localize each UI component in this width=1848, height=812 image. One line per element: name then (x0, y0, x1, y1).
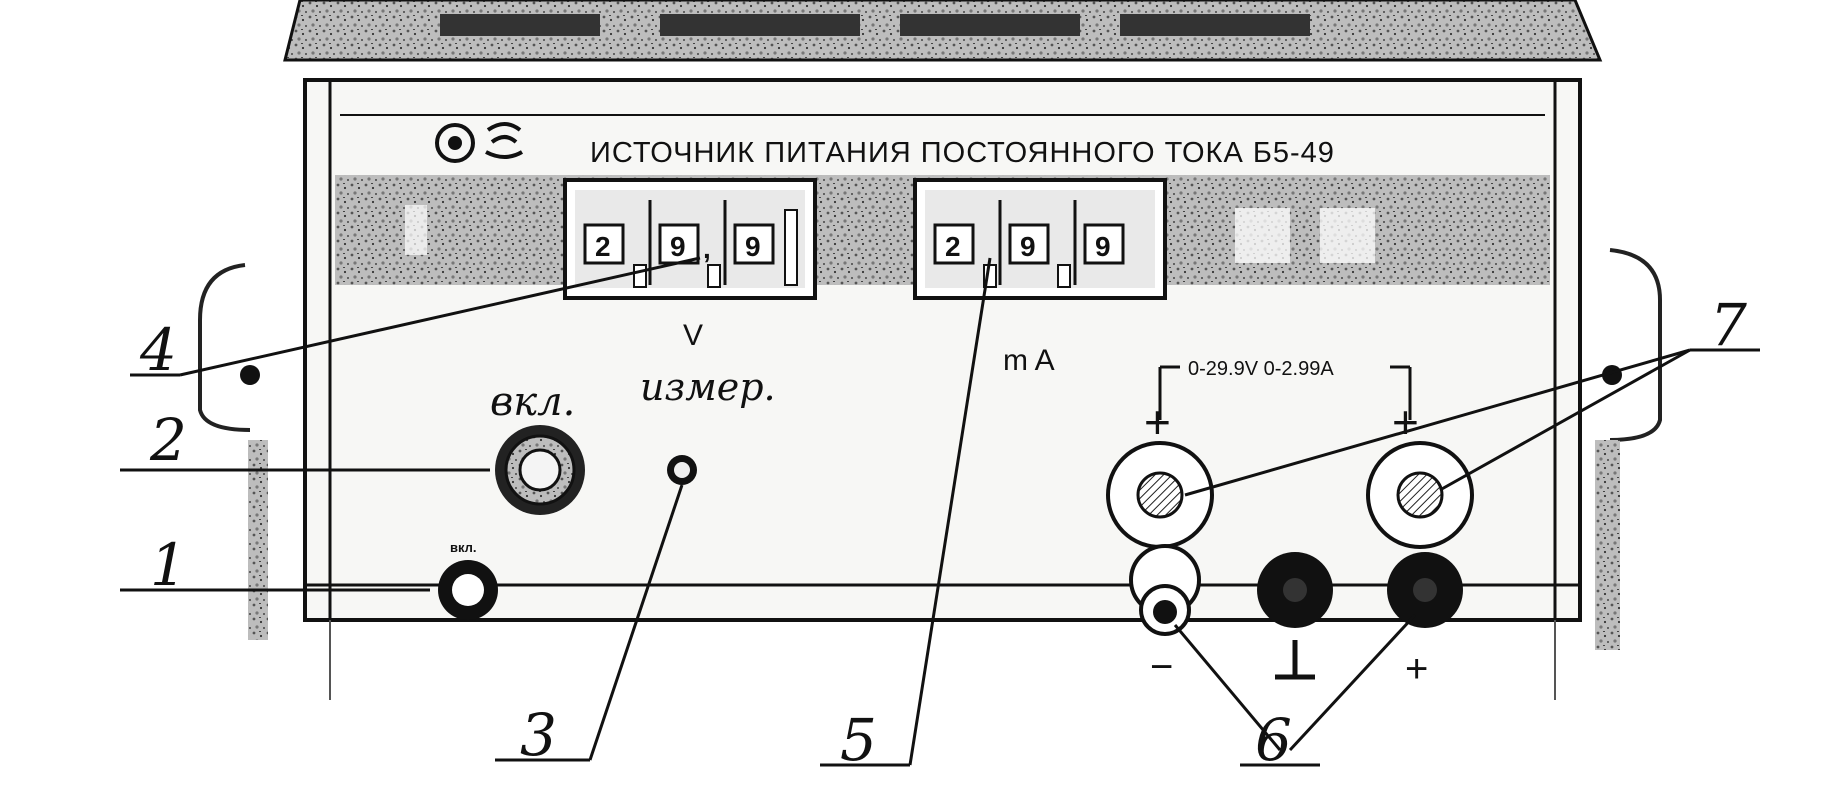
title-row: ИСТОЧНИК ПИТАНИЯ ПОСТОЯННОГО ТОКА Б5-49 (435, 122, 1335, 169)
ammeter-unit-label: m A (1003, 344, 1055, 377)
measure-button[interactable] (667, 455, 697, 485)
terminal-sign-bottom-left: − (1150, 645, 1173, 689)
terminal-sign-top-left: + (1144, 396, 1171, 448)
ammeter-digit-3: 9 (1095, 231, 1111, 262)
callout-6: 6 (1255, 706, 1292, 774)
output-socket-plus[interactable] (1387, 552, 1463, 628)
case-body (303, 78, 1582, 700)
power-indicator-lamp (438, 560, 498, 620)
callout-2: 2 (149, 406, 187, 474)
logo-circle-icon (435, 123, 475, 163)
voltmeter-digit-3: 9 (745, 231, 761, 262)
ground-symbol-icon (1275, 640, 1315, 680)
device-title: ИСТОЧНИК ПИТАНИЯ ПОСТОЯННОГО ТОКА Б5-49 (590, 137, 1335, 169)
voltmeter-unit-label: V (683, 319, 703, 352)
ammeter-display: 2 9 9 (913, 178, 1167, 300)
ammeter-digit-2: 9 (1020, 231, 1036, 262)
voltmeter-decimal-mark: , (703, 233, 711, 264)
callout-4: 4 (139, 316, 177, 384)
voltmeter-digit-2: 9 (670, 231, 686, 262)
logo-emblem-icon (485, 122, 524, 159)
left-handle (198, 263, 268, 640)
ammeter-digit-1: 2 (945, 231, 961, 262)
right-handle (1595, 248, 1662, 650)
range-bracket (1158, 365, 1412, 420)
terminal-sign-bottom-right: + (1405, 647, 1428, 691)
measure-label: измер. (640, 365, 776, 409)
power-indicator-label: вкл. (450, 540, 477, 555)
range-label: 0-29.9V 0-2.99A (1188, 358, 1334, 380)
output-socket-ground[interactable] (1257, 552, 1333, 628)
output-socket-minus[interactable] (1129, 544, 1201, 636)
binding-post-left[interactable] (1106, 441, 1214, 549)
binding-post-right[interactable] (1366, 441, 1474, 549)
power-button-label: вкл. (490, 379, 575, 425)
power-button[interactable] (495, 425, 585, 515)
callout-3: 3 (520, 701, 557, 769)
terminal-sign-top-right: + (1392, 396, 1419, 448)
callout-1: 1 (150, 531, 187, 599)
top-vents (283, 0, 1603, 62)
callout-5: 5 (840, 706, 877, 774)
voltmeter-display: 2 9 , 9 (563, 178, 817, 300)
leader-lines (120, 256, 1760, 767)
voltmeter-digit-1: 2 (595, 231, 611, 262)
callout-7: 7 (1710, 291, 1747, 359)
